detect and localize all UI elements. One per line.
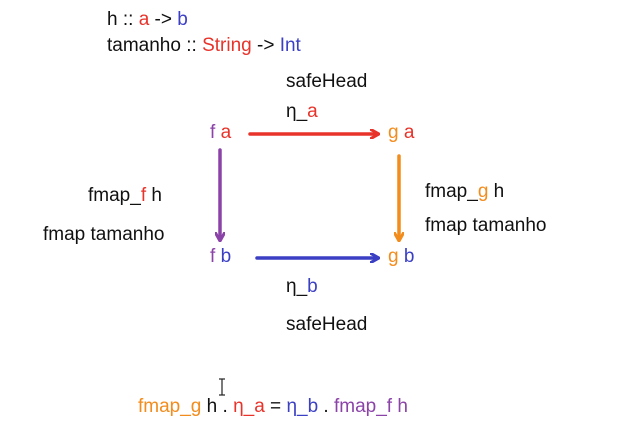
node-f-a: f a [210,122,231,144]
eq-lhs-fmap: fmap_g [138,396,202,417]
eq-lhs-h: h [201,396,218,417]
top-label-safehead: safeHead [286,71,368,92]
sig-tamanho-name: tamanho [107,35,181,56]
node-g-a-functor: g [388,122,399,143]
eta-a-prefix: η_ [286,101,308,122]
bottom-label-safehead: safeHead [286,314,368,335]
type-signature-tamanho: tamanho :: String -> Int [107,35,301,57]
right-fmap-suffix: h [488,181,505,202]
eta-a-sub: a [307,101,318,122]
sig-h-name: h [107,9,118,30]
right-fmap-prefix: fmap_ [425,181,478,202]
node-g-a-arg: a [403,122,415,143]
node-f-a-arg: a [220,122,232,143]
left-fmap-functor: f [140,185,147,206]
right-fmap-functor: g [477,181,489,202]
eq-dot2: . [318,396,334,417]
sig-h-sep: :: [117,9,139,30]
sig-tamanho-arrow: -> [251,35,280,56]
node-g-b-functor: g [388,246,399,267]
sig-tamanho-to: Int [279,35,301,56]
sig-h-from: a [138,9,150,30]
left-fmap-suffix: h [146,185,162,206]
sig-h-to: b [177,9,188,30]
eq-dot1: . [217,396,234,417]
node-g-b: g b [388,246,414,268]
node-f-b-functor: f [210,246,216,267]
eq-equals: = [264,396,287,417]
eq-rhs-fmap: fmap_f h [333,396,408,417]
eq-rhs-eta: η_b [286,396,319,417]
eta-b-sub: b [307,276,318,297]
right-label-fmap-tamanho: fmap tamanho [425,215,547,236]
left-label-fmap-f-h: fmap_f h [88,185,162,207]
naturality-equation: fmap_g h . η_a = η_b . fmap_f h [138,396,408,418]
type-signature-h: h :: a -> b [107,9,188,31]
right-label-fmap-g-h: fmap_g h [425,181,504,203]
node-g-a: g a [388,122,414,144]
left-fmap-prefix: fmap_ [88,185,141,206]
eta-b-prefix: η_ [286,276,308,297]
sig-tamanho-sep: :: [180,35,203,56]
left-label-fmap-tamanho: fmap tamanho [43,224,165,245]
text-cursor-icon [219,378,225,396]
bottom-label-eta-b: η_b [286,276,318,298]
node-f-a-functor: f [210,122,216,143]
node-f-b-arg: b [220,246,232,267]
top-label-eta-a: η_a [286,101,318,123]
node-f-b: f b [210,246,231,268]
eq-lhs-eta: η_a [233,396,265,417]
node-g-b-arg: b [403,246,415,267]
sig-h-arrow: -> [149,9,178,30]
sig-tamanho-from: String [202,35,252,56]
